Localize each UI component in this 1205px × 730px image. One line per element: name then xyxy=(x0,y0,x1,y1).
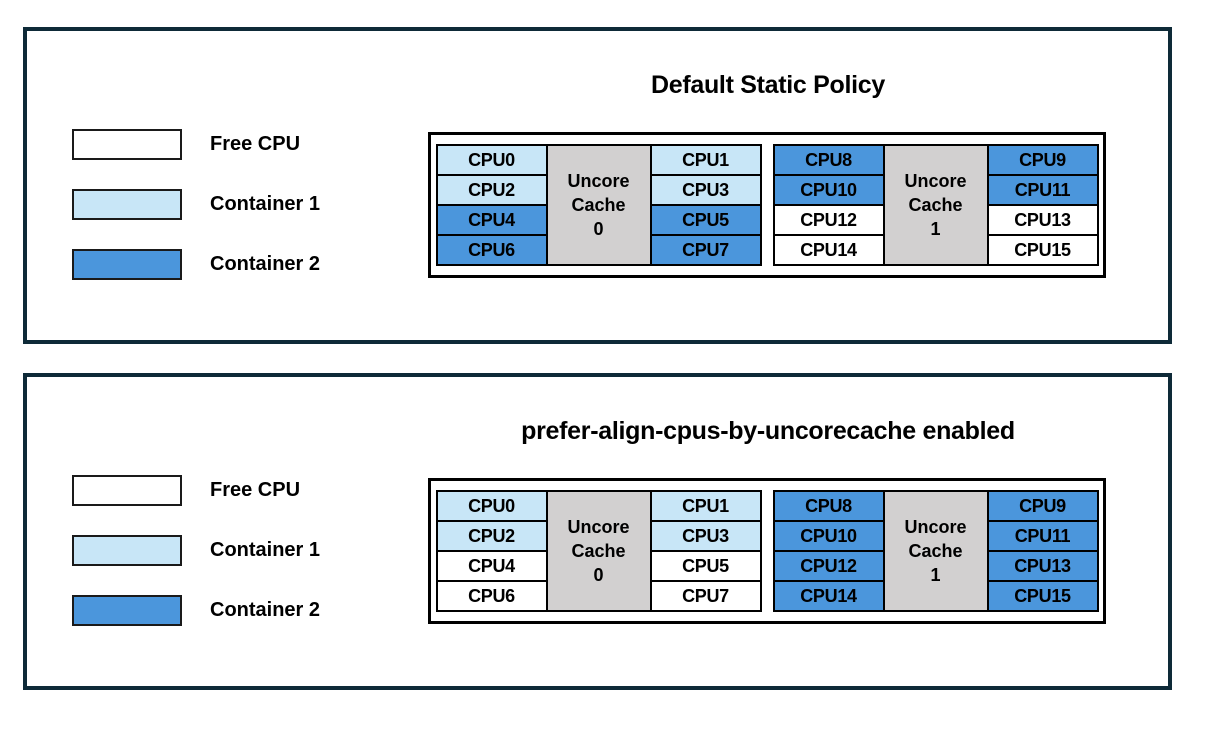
cpu-cell-cpu11: CPU11 xyxy=(986,520,1099,552)
panel-title: Default Static Policy xyxy=(650,71,886,99)
legend-item-container-1: Container 1 xyxy=(72,535,320,566)
cpu-cell-cpu14: CPU14 xyxy=(772,580,885,612)
cpu-cell-cpu7: CPU7 xyxy=(649,580,762,612)
cpu-cell-cpu3: CPU3 xyxy=(649,520,762,552)
panel-uncorecache-enabled: prefer-align-cpus-by-uncorecache enabled… xyxy=(23,373,1172,690)
cpu-cell-cpu6: CPU6 xyxy=(435,580,548,612)
cpu-cell-cpu6: CPU6 xyxy=(435,234,548,266)
legend-label: Container 2 xyxy=(210,253,321,275)
cpu-cell-cpu3: CPU3 xyxy=(649,174,762,206)
legend-item-free-cpu: Free CPU xyxy=(72,129,320,160)
cpu-cell-cpu7: CPU7 xyxy=(649,234,762,266)
legend-item-free-cpu: Free CPU xyxy=(72,475,320,506)
cpu-cell-cpu0: CPU0 xyxy=(435,490,548,522)
cpu-cell-cpu9: CPU9 xyxy=(986,144,1099,176)
cpu-cell-cpu8: CPU8 xyxy=(772,144,885,176)
cpu-cell-cpu1: CPU1 xyxy=(649,144,762,176)
cpu-cell-cpu13: CPU13 xyxy=(986,550,1099,582)
panel-title: prefer-align-cpus-by-uncorecache enabled xyxy=(521,417,1015,445)
container-2-swatch xyxy=(72,249,182,280)
cpu-cell-cpu14: CPU14 xyxy=(772,234,885,266)
cpu-cell-cpu1: CPU1 xyxy=(649,490,762,522)
cpu-cell-cpu12: CPU12 xyxy=(772,204,885,236)
panel-default-static-policy: Default Static Policy Free CPU Container… xyxy=(23,27,1172,344)
cpu-cell-cpu10: CPU10 xyxy=(772,520,885,552)
cpu-cell-cpu4: CPU4 xyxy=(435,204,548,236)
cpu-cell-cpu5: CPU5 xyxy=(649,550,762,582)
legend-item-container-2: Container 2 xyxy=(72,249,320,280)
container-2-swatch xyxy=(72,595,182,626)
cpu-cell-cpu15: CPU15 xyxy=(986,234,1099,266)
cpu-cell-cpu4: CPU4 xyxy=(435,550,548,582)
legend-label: Free CPU xyxy=(210,479,301,501)
cpu-cell-cpu15: CPU15 xyxy=(986,580,1099,612)
legend-label: Container 1 xyxy=(210,539,321,561)
legend-label: Container 1 xyxy=(210,193,321,215)
cpu-cell-cpu2: CPU2 xyxy=(435,520,548,552)
container-1-swatch xyxy=(72,189,182,220)
cpu-cell-cpu13: CPU13 xyxy=(986,204,1099,236)
cpu-cell-cpu2: CPU2 xyxy=(435,174,548,206)
legend: Free CPU Container 1 Container 2 xyxy=(72,129,320,309)
cpu-cell-cpu9: CPU9 xyxy=(986,490,1099,522)
legend-item-container-2: Container 2 xyxy=(72,595,320,626)
container-1-swatch xyxy=(72,535,182,566)
cpu-cell-cpu0: CPU0 xyxy=(435,144,548,176)
legend: Free CPU Container 1 Container 2 xyxy=(72,475,320,655)
cpu-cell-cpu10: CPU10 xyxy=(772,174,885,206)
free-cpu-swatch xyxy=(72,129,182,160)
free-cpu-swatch xyxy=(72,475,182,506)
cpu-cell-cpu5: CPU5 xyxy=(649,204,762,236)
cpu-cell-cpu8: CPU8 xyxy=(772,490,885,522)
legend-item-container-1: Container 1 xyxy=(72,189,320,220)
cpu-cell-cpu11: CPU11 xyxy=(986,174,1099,206)
legend-label: Free CPU xyxy=(210,133,301,155)
legend-label: Container 2 xyxy=(210,599,321,621)
cpu-cell-cpu12: CPU12 xyxy=(772,550,885,582)
